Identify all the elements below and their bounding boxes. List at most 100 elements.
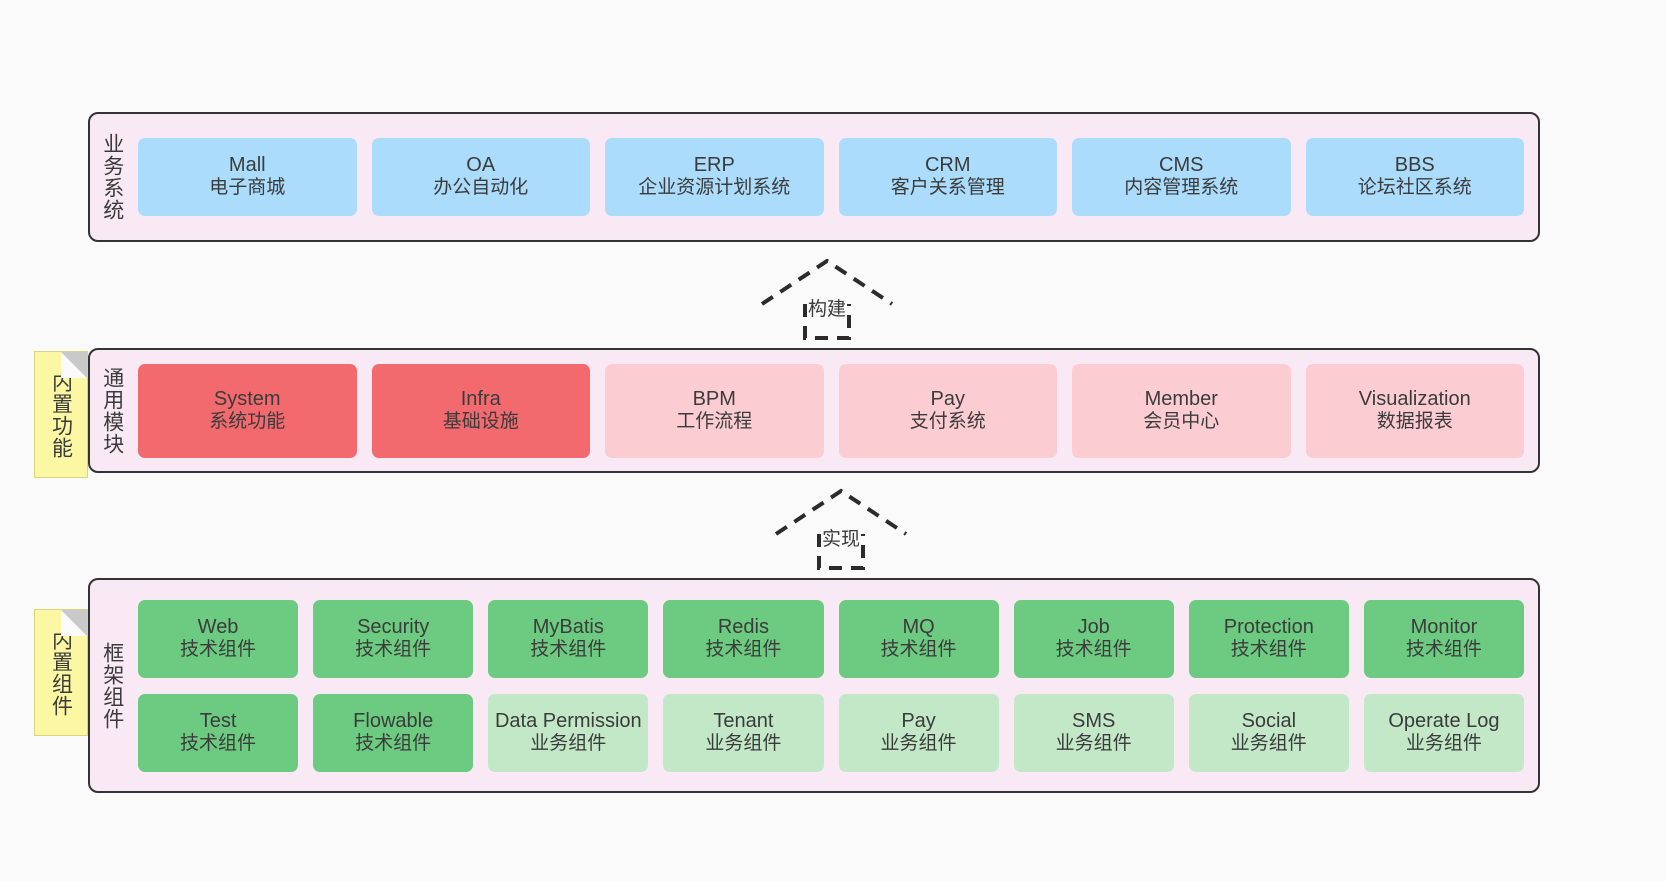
card-subtitle: 基础设施: [442, 410, 519, 432]
card-title: MQ: [902, 615, 935, 638]
card-web[interactable]: Web 技术组件: [138, 599, 299, 678]
card-visualization[interactable]: Visualization 数据报表: [1305, 363, 1524, 458]
card-infra[interactable]: Infra 基础设施: [371, 363, 590, 458]
card-subtitle: 会员中心: [1143, 410, 1220, 432]
card-title: Member: [1144, 387, 1218, 410]
card-title: Pay: [901, 709, 936, 732]
card-subtitle: 内容管理系统: [1124, 177, 1239, 199]
business-card-row: Mall 电子商城 OA 办公自动化 ERP 企业资源计划系统 CRM 客户关系…: [138, 138, 1524, 216]
card-subtitle: 技术组件: [1230, 638, 1307, 660]
note-fold-icon: [61, 610, 87, 636]
card-subtitle: 数据报表: [1376, 410, 1453, 432]
card-title: Security: [357, 615, 430, 638]
card-title: BBS: [1394, 154, 1435, 177]
generalization-arrowhead-dashed: [774, 488, 908, 536]
card-subtitle: 支付系统: [909, 410, 986, 432]
card-title: OA: [466, 154, 496, 177]
card-system[interactable]: System 系统功能: [138, 363, 357, 458]
card-subtitle: 业务组件: [1055, 732, 1132, 754]
connector-build-arrow: 构建: [757, 258, 897, 340]
card-pay-component[interactable]: Pay 业务组件: [838, 693, 999, 772]
note-fold-icon: [61, 352, 87, 378]
card-test[interactable]: Test 技术组件: [138, 693, 299, 772]
card-title: Flowable: [353, 709, 434, 732]
layer-business-systems: 业务系统 Mall 电子商城 OA 办公自动化 ERP 企业资源计划系统 CRM…: [88, 112, 1540, 242]
layer-framework-components-title: 框架组件: [100, 641, 124, 730]
card-title: CMS: [1159, 154, 1204, 177]
layer-business-systems-title: 业务系统: [100, 133, 124, 221]
card-operate-log[interactable]: Operate Log 业务组件: [1363, 693, 1524, 772]
card-redis[interactable]: Redis 技术组件: [663, 599, 824, 678]
card-subtitle: 业务组件: [1230, 732, 1307, 754]
card-subtitle: 业务组件: [530, 732, 607, 754]
layer-framework-components: 框架组件 Web 技术组件 Security 技术组件 MyBatis 技术组件…: [88, 578, 1540, 793]
card-subtitle: 技术组件: [705, 638, 782, 660]
card-subtitle: 技术组件: [180, 638, 257, 660]
card-data-permission[interactable]: Data Permission 业务组件: [488, 693, 649, 772]
framework-business-row: Test 技术组件 Flowable 技术组件 Data Permission …: [138, 693, 1524, 772]
connector-shaft-dashed: [817, 534, 865, 570]
card-title: BPM: [692, 387, 736, 410]
card-pay-module[interactable]: Pay 支付系统: [838, 363, 1057, 458]
card-subtitle: 论坛社区系统: [1357, 177, 1472, 199]
card-flowable[interactable]: Flowable 技术组件: [313, 693, 474, 772]
note-builtin-components: 内置组件: [34, 609, 88, 736]
connector-implement-arrow: 实现: [771, 488, 911, 570]
card-mall[interactable]: Mall 电子商城: [138, 138, 357, 216]
card-subtitle: 技术组件: [1055, 638, 1132, 660]
layer-business-systems-body: Mall 电子商城 OA 办公自动化 ERP 企业资源计划系统 CRM 客户关系…: [134, 114, 1538, 240]
connector-implement-label: 实现: [821, 529, 861, 550]
common-card-row: System 系统功能 Infra 基础设施 BPM 工作流程 Pay 支付系统…: [138, 363, 1524, 458]
note-builtin-features: 内置功能: [34, 351, 88, 478]
card-subtitle: 办公自动化: [433, 177, 529, 199]
card-subtitle: 业务组件: [880, 732, 957, 754]
connector-shaft-dashed: [803, 304, 851, 340]
card-subtitle: 技术组件: [180, 732, 257, 754]
card-subtitle: 技术组件: [1405, 638, 1482, 660]
card-social[interactable]: Social 业务组件: [1188, 693, 1349, 772]
card-security[interactable]: Security 技术组件: [313, 599, 474, 678]
layer-common-modules-title: 通用模块: [100, 366, 124, 455]
card-subtitle: 技术组件: [530, 638, 607, 660]
card-title: Tenant: [713, 709, 774, 732]
card-bpm[interactable]: BPM 工作流程: [605, 363, 824, 458]
card-monitor[interactable]: Monitor 技术组件: [1363, 599, 1524, 678]
card-title: Job: [1077, 615, 1110, 638]
card-title: Mall: [228, 154, 266, 177]
card-title: Pay: [930, 387, 965, 410]
layer-common-modules-body: System 系统功能 Infra 基础设施 BPM 工作流程 Pay 支付系统…: [134, 350, 1538, 471]
card-crm[interactable]: CRM 客户关系管理: [838, 138, 1057, 216]
layer-common-modules: 通用模块 System 系统功能 Infra 基础设施 BPM 工作流程 Pay…: [88, 348, 1540, 473]
layer-framework-components-body: Web 技术组件 Security 技术组件 MyBatis 技术组件 Redi…: [134, 580, 1538, 791]
card-member[interactable]: Member 会员中心: [1072, 363, 1291, 458]
card-mq[interactable]: MQ 技术组件: [838, 599, 999, 678]
card-bbs[interactable]: BBS 论坛社区系统: [1305, 138, 1524, 216]
card-title: Test: [199, 709, 237, 732]
card-title: Redis: [717, 615, 769, 638]
card-subtitle: 技术组件: [880, 638, 957, 660]
card-title: Social: [1241, 709, 1297, 732]
framework-tech-row: Web 技术组件 Security 技术组件 MyBatis 技术组件 Redi…: [138, 599, 1524, 678]
card-title: MyBatis: [532, 615, 604, 638]
card-job[interactable]: Job 技术组件: [1013, 599, 1174, 678]
card-oa[interactable]: OA 办公自动化: [371, 138, 590, 216]
card-title: Infra: [460, 387, 501, 410]
note-label: 内置功能: [49, 370, 73, 459]
card-subtitle: 业务组件: [705, 732, 782, 754]
card-tenant[interactable]: Tenant 业务组件: [663, 693, 824, 772]
card-subtitle: 业务组件: [1405, 732, 1482, 754]
card-title: Visualization: [1358, 387, 1471, 410]
card-title: ERP: [693, 154, 735, 177]
card-mybatis[interactable]: MyBatis 技术组件: [488, 599, 649, 678]
card-subtitle: 技术组件: [355, 732, 432, 754]
card-title: Web: [197, 615, 239, 638]
card-erp[interactable]: ERP 企业资源计划系统: [605, 138, 824, 216]
card-title: Data Permission: [494, 709, 642, 732]
card-protection[interactable]: Protection 技术组件: [1188, 599, 1349, 678]
card-cms[interactable]: CMS 内容管理系统: [1072, 138, 1291, 216]
card-subtitle: 技术组件: [355, 638, 432, 660]
generalization-arrowhead-dashed: [760, 258, 894, 306]
card-title: Operate Log: [1388, 709, 1500, 732]
card-sms[interactable]: SMS 业务组件: [1013, 693, 1174, 772]
